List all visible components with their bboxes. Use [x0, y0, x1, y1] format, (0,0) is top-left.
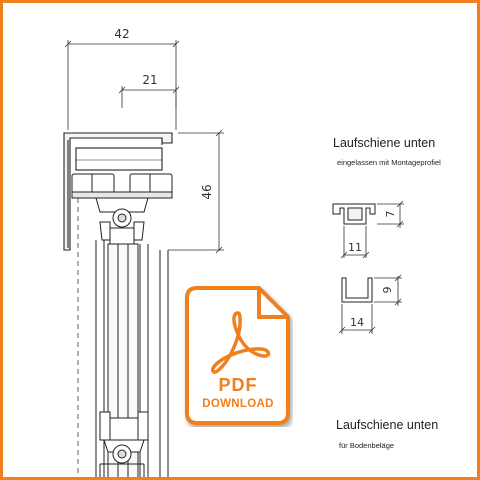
section2-subtitle: für Bodenbeläge: [339, 441, 395, 450]
pdf-label: PDF: [218, 375, 258, 395]
pdf-download-button[interactable]: PDF DOWNLOAD: [183, 285, 293, 427]
profile-recessed: [332, 203, 376, 225]
profile-floor-dimensions: [338, 274, 402, 334]
profile-floor-height: 9: [381, 287, 394, 294]
dimension-42-label: 42: [114, 27, 129, 41]
pdf-document-shape: [185, 286, 290, 425]
section1-subtitle: eingelassen mit Montageprofiel: [337, 158, 441, 167]
dimension-21: [118, 86, 180, 108]
dimension-42: [64, 40, 180, 130]
top-rail-profile: [63, 132, 173, 251]
download-label: DOWNLOAD: [202, 398, 274, 410]
roller-carriage: [71, 173, 173, 245]
bottom-guide: [99, 411, 149, 477]
section-drawing: 42 21 46: [63, 27, 404, 477]
profile-recessed-width: 11: [348, 241, 362, 254]
dimension-46: [168, 129, 224, 254]
profile-floor: [341, 277, 373, 303]
section2-title: Laufschiene unten: [336, 418, 439, 432]
dimension-46-label: 46: [200, 184, 214, 199]
section1-title: Laufschiene unten: [333, 136, 436, 150]
dimension-21-label: 21: [142, 73, 157, 87]
acrobat-pdf-icon: [211, 311, 271, 374]
profile-recessed-height: 7: [384, 211, 397, 218]
profile-floor-width: 14: [350, 316, 364, 329]
profile-recessed-dimensions: [340, 200, 404, 259]
